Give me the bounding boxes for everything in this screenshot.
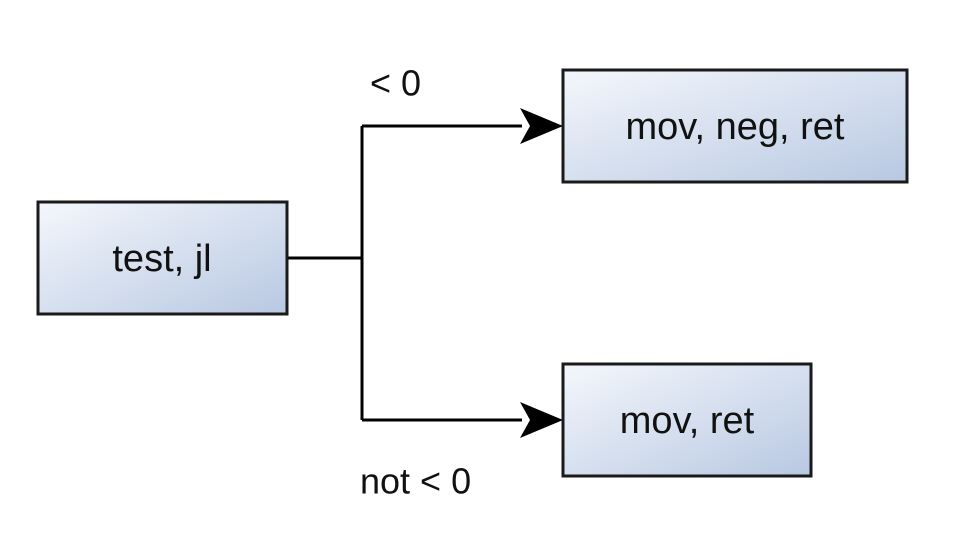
arrow-head-false bbox=[520, 402, 563, 438]
node-branch-true-label: mov, neg, ret bbox=[626, 106, 845, 148]
node-source-label: test, jl bbox=[112, 238, 211, 280]
node-source: test, jl bbox=[36, 200, 289, 316]
node-branch-false-label: mov, ret bbox=[620, 400, 755, 442]
edge-label-true: < 0 bbox=[370, 63, 421, 104]
edge-label-false: not < 0 bbox=[360, 461, 471, 502]
node-branch-false: mov, ret bbox=[561, 362, 813, 478]
node-branch-true: mov, neg, ret bbox=[561, 68, 909, 184]
arrow-head-true bbox=[520, 108, 563, 144]
